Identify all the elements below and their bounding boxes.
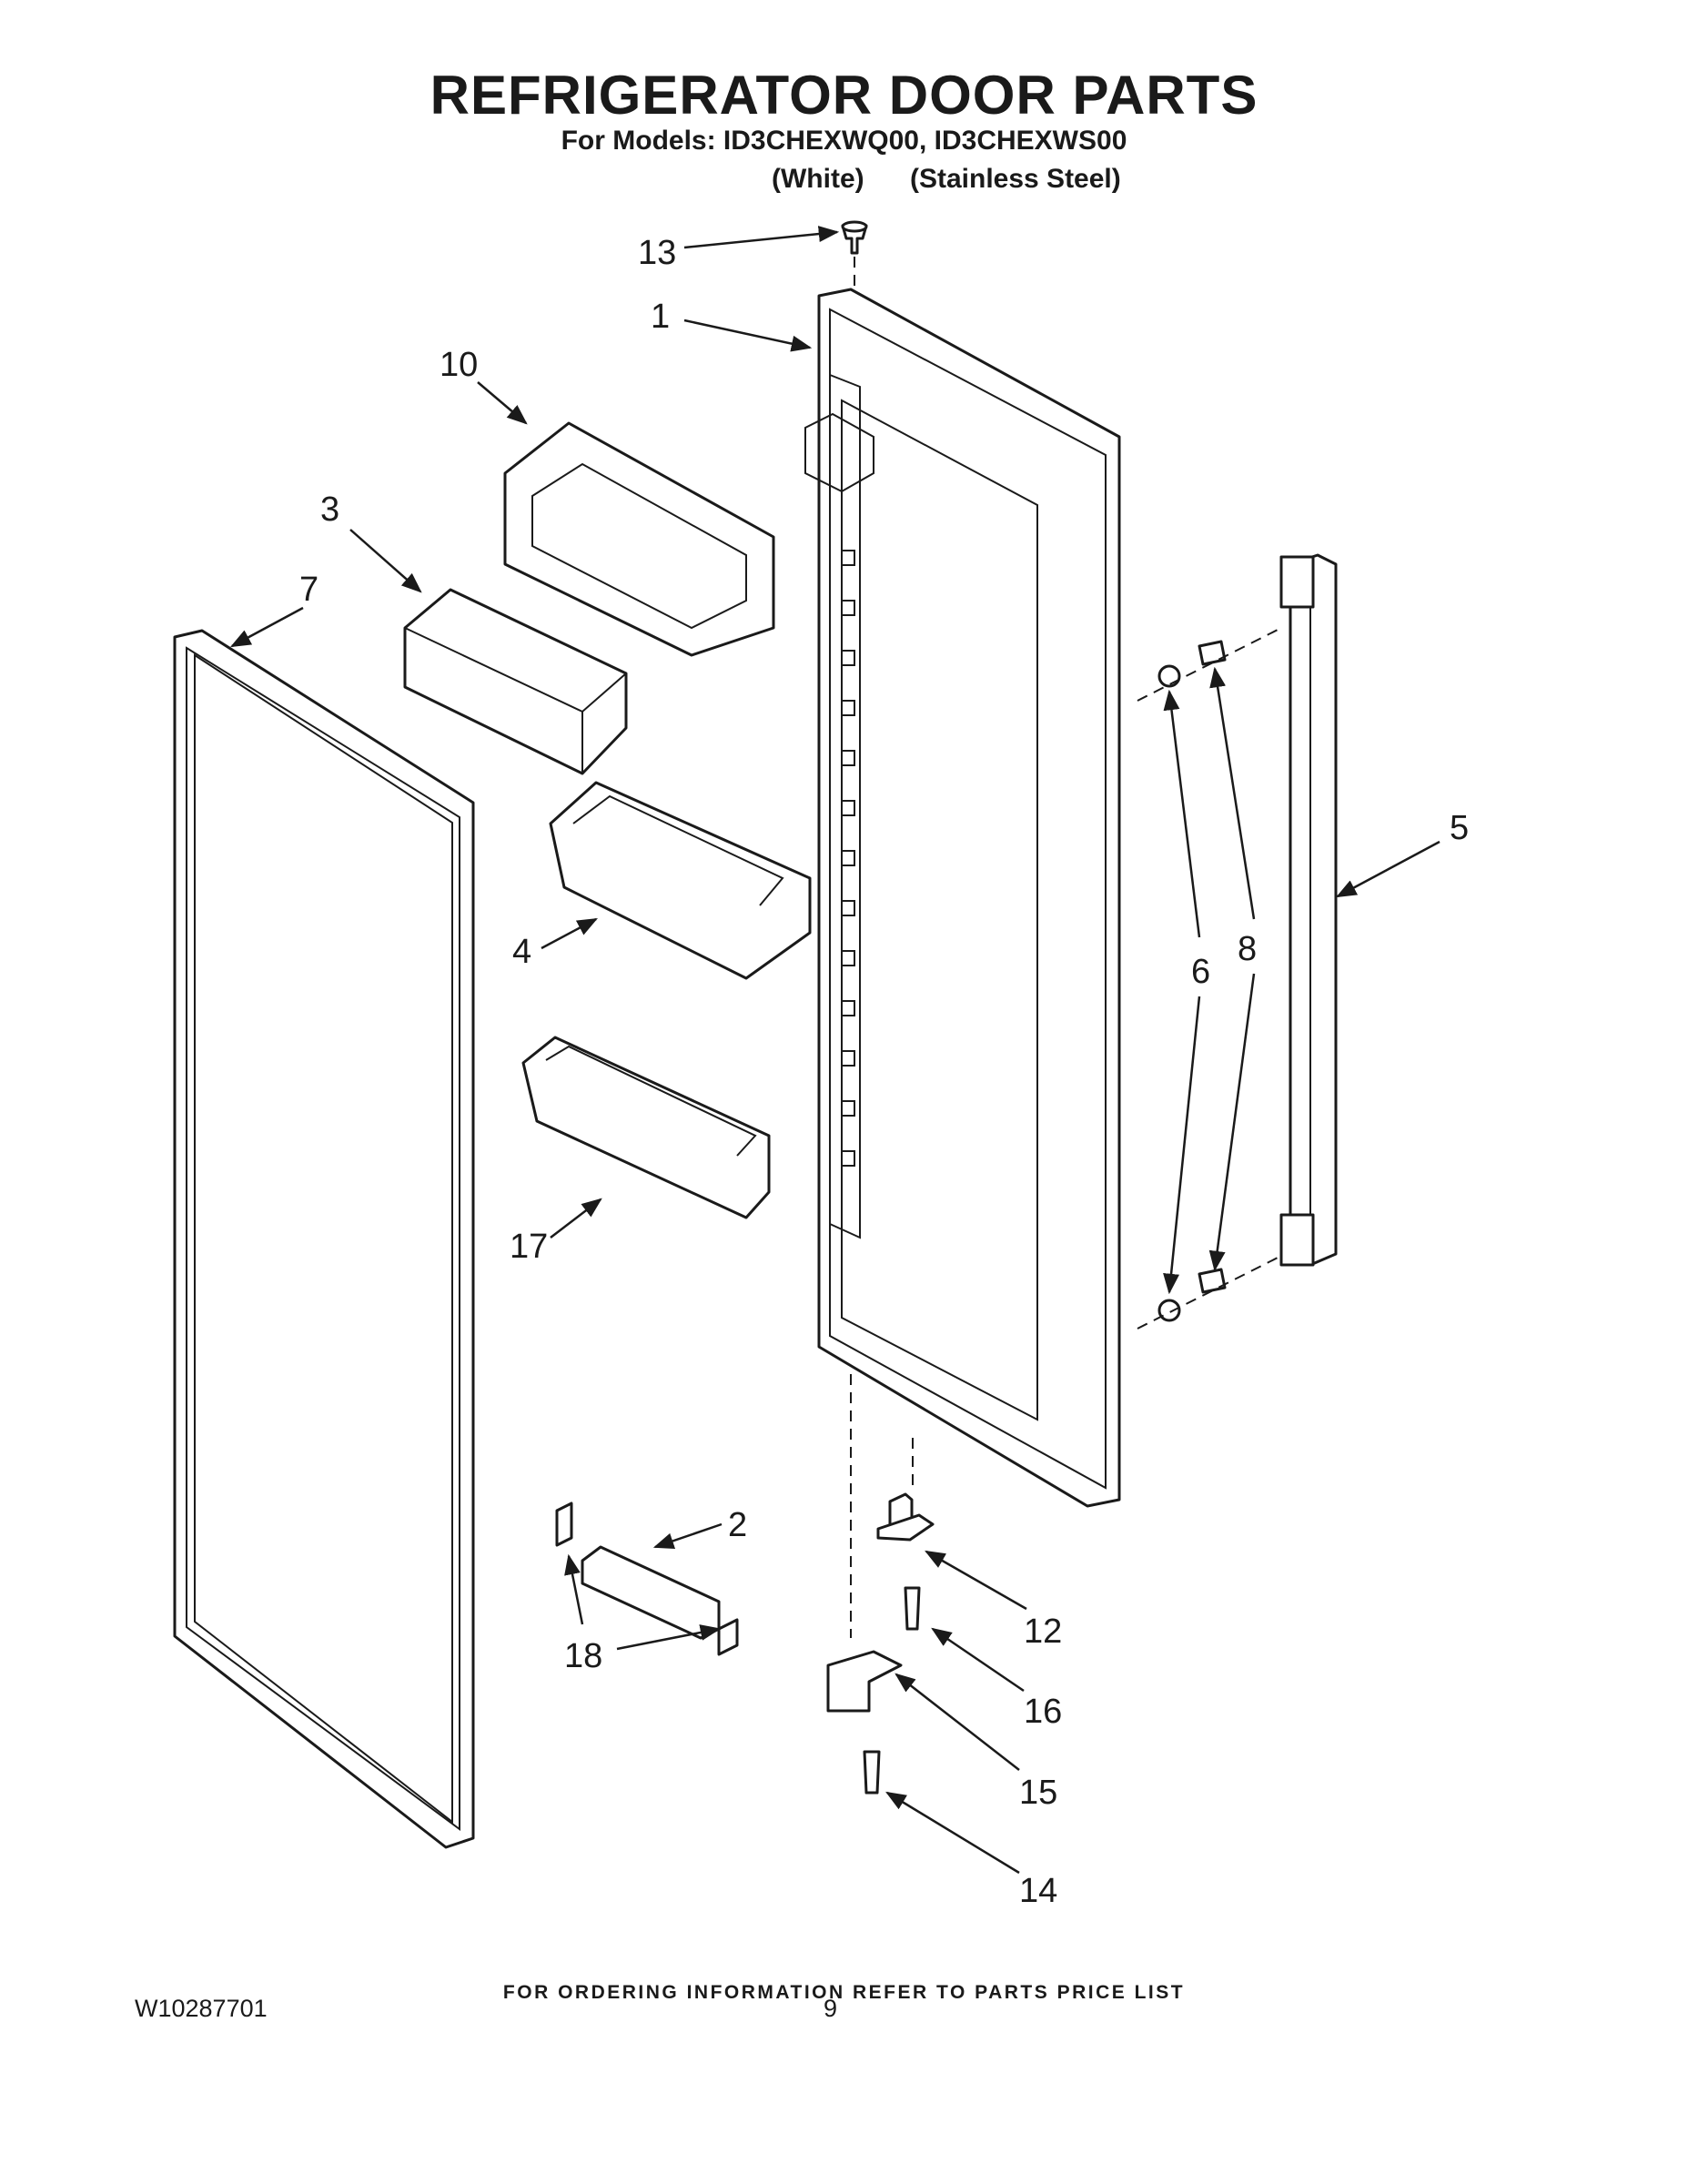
callout-8: 8: [1238, 930, 1257, 968]
callout-14: 14: [1019, 1872, 1057, 1910]
dairy-cover-part: [403, 588, 628, 775]
callout-12: 12: [1024, 1613, 1062, 1651]
trim-strip-part: [581, 1545, 721, 1640]
callout-18: 18: [564, 1637, 602, 1675]
callout-16: 16: [1024, 1693, 1062, 1731]
trim-end-cap-part: [555, 1502, 739, 1656]
door-bin-part: [549, 781, 812, 980]
models-line: For Models: ID3CHEXWQ00, ID3CHEXWS00: [561, 126, 1127, 156]
hinge-bracket-screw-part: [863, 1750, 881, 1795]
callout-15: 15: [1019, 1774, 1057, 1812]
page-title: REFRIGERATOR DOOR PARTS: [430, 65, 1258, 126]
bottom-hinge-part: [826, 1650, 903, 1713]
callout-2: 2: [728, 1506, 747, 1544]
door-handle-part: [1279, 553, 1338, 1267]
callout-7: 7: [299, 571, 318, 609]
document-number: W10287701: [135, 1995, 268, 2022]
door-plug-part: [841, 220, 868, 255]
callout-3: 3: [320, 490, 339, 529]
callout-6: 6: [1191, 953, 1210, 991]
page-number: 9: [824, 1995, 838, 2022]
liner-shelf-slots: [841, 550, 855, 1167]
callout-17: 17: [510, 1228, 548, 1266]
callout-5: 5: [1450, 809, 1469, 847]
dairy-door-part: [503, 421, 775, 657]
hinge-screw-part: [904, 1586, 921, 1631]
finish-white-label: (White): [772, 164, 864, 194]
callout-10: 10: [440, 346, 478, 384]
finish-stainless-label: (Stainless Steel): [910, 164, 1121, 194]
callout-1: 1: [651, 298, 670, 336]
door-liner-part: [804, 288, 1121, 1508]
callout-4: 4: [512, 933, 531, 971]
ordering-note: FOR ORDERING INFORMATION REFER TO PARTS …: [502, 1982, 1186, 2003]
door-gasket-part: [173, 629, 475, 1849]
lower-door-bin-part: [521, 1036, 771, 1219]
hinge-pin-part: [876, 1492, 935, 1542]
callout-13: 13: [638, 234, 676, 272]
